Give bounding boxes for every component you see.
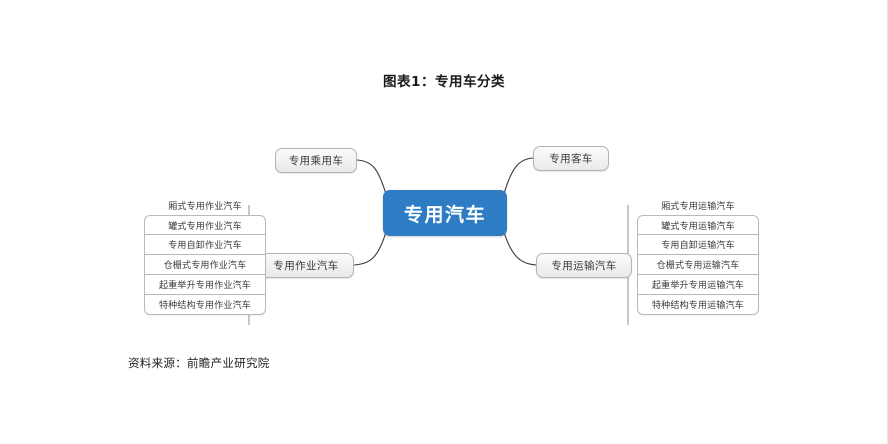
branch-node-work[interactable]: 专用作业汽车 xyxy=(258,253,354,278)
leaf-item[interactable]: 仓栅式专用运输汽车 xyxy=(637,255,759,275)
branch-node-transport[interactable]: 专用运输汽车 xyxy=(536,253,632,278)
branch-label-work: 专用作业汽车 xyxy=(273,260,339,272)
center-node-label: 专用汽车 xyxy=(403,203,486,226)
page-title: 图表1：专用车分类 xyxy=(383,74,505,90)
branch-node-passenger[interactable]: 专用乘用车 xyxy=(275,148,357,173)
wire-center-work xyxy=(353,231,387,266)
leaf-item[interactable]: 特种结构专用作业汽车 xyxy=(144,295,266,315)
leaf-item[interactable]: 专用自卸作业汽车 xyxy=(144,235,266,255)
branch-label-transport: 专用运输汽车 xyxy=(551,260,617,272)
leaf-item[interactable]: 罐式专用作业汽车 xyxy=(144,215,266,235)
center-node[interactable]: 专用汽车 xyxy=(383,190,507,236)
leaf-item[interactable]: 起重举升专用运输汽车 xyxy=(637,275,759,295)
branch-label-passenger: 专用乘用车 xyxy=(288,155,344,167)
leaf-column-work: 厢式专用作业汽车 罐式专用作业汽车 专用自卸作业汽车 仓栅式专用作业汽车 起重举… xyxy=(144,195,266,315)
wire-center-transport xyxy=(503,231,537,266)
source-note: 资料来源：前瞻产业研究院 xyxy=(128,356,270,370)
leaf-item[interactable]: 起重举升专用作业汽车 xyxy=(144,275,266,295)
leaf-column-transport: 厢式专用运输汽车 罐式专用运输汽车 专用自卸运输汽车 仓栅式专用运输汽车 起重举… xyxy=(637,195,759,315)
branch-node-bus[interactable]: 专用客车 xyxy=(533,146,609,171)
wire-center-bus xyxy=(503,157,534,195)
branch-label-bus: 专用客车 xyxy=(549,153,593,165)
wire-center-passenger xyxy=(356,159,387,195)
leaf-item[interactable]: 厢式专用作业汽车 xyxy=(168,201,242,212)
leaf-item[interactable]: 特种结构专用运输汽车 xyxy=(637,295,759,315)
leaf-item[interactable]: 仓栅式专用作业汽车 xyxy=(144,255,266,275)
leaf-item[interactable]: 罐式专用运输汽车 xyxy=(637,215,759,235)
leaf-item[interactable]: 专用自卸运输汽车 xyxy=(637,235,759,255)
leaf-item[interactable]: 厢式专用运输汽车 xyxy=(661,201,735,212)
